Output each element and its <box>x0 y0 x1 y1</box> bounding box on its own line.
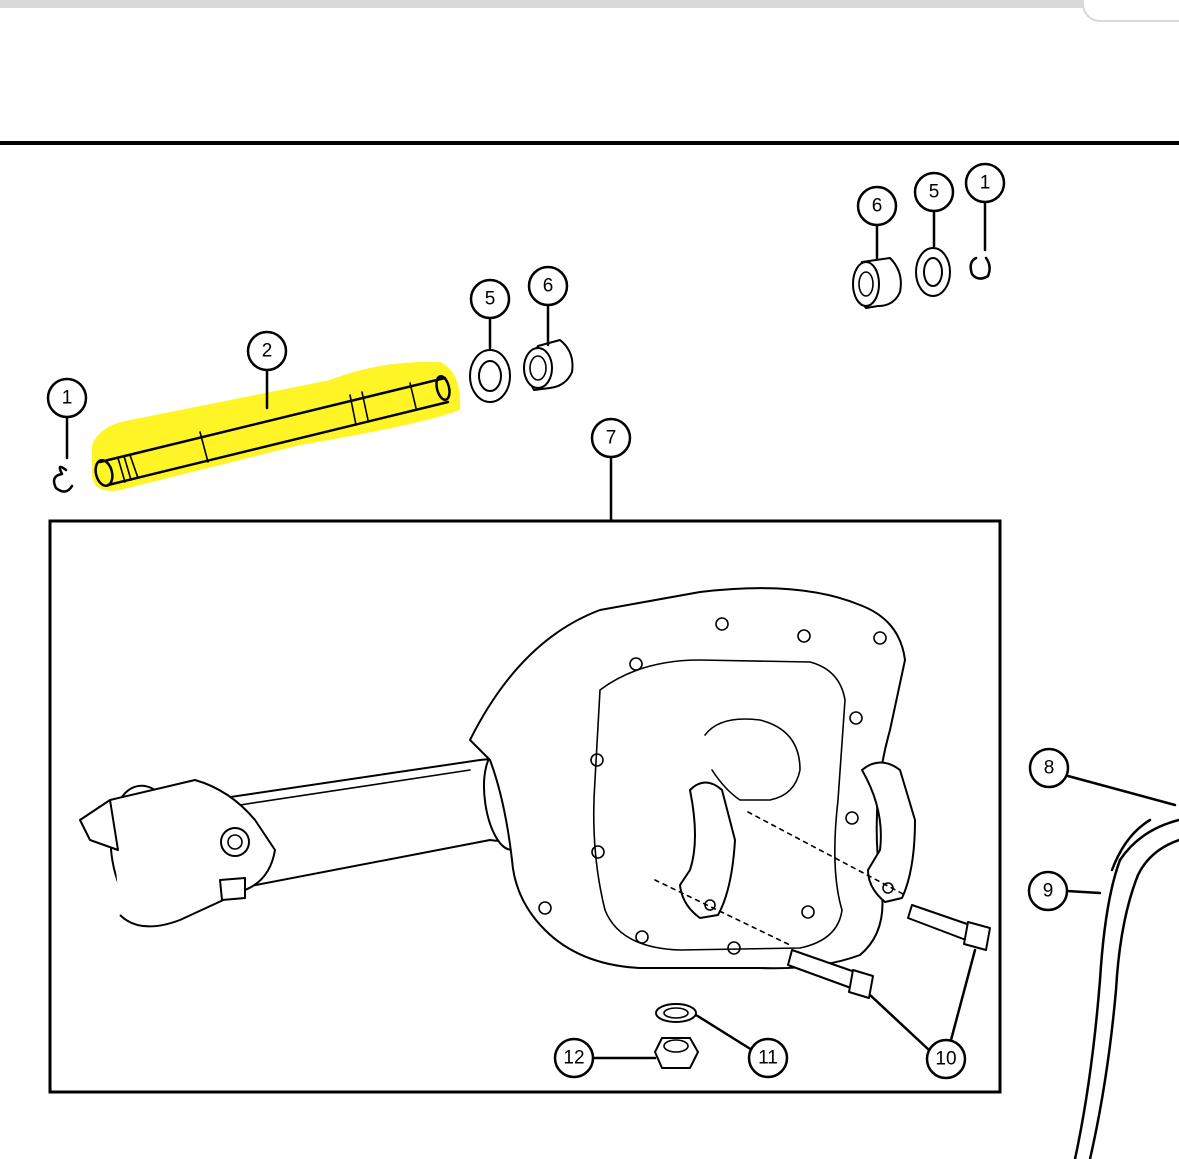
callout-8: 8 <box>1028 747 1070 789</box>
callout-5-right: 5 <box>913 171 955 213</box>
callout-7: 7 <box>590 417 632 459</box>
svg-text:7: 7 <box>606 428 617 449</box>
seal-right <box>915 247 951 297</box>
callout-1-right: 1 <box>964 162 1006 204</box>
bearing-cap-right <box>861 761 916 903</box>
svg-text:6: 6 <box>543 276 554 297</box>
svg-text:2: 2 <box>262 341 273 362</box>
seal-mid <box>469 349 511 403</box>
callout-6-right: 6 <box>856 185 898 227</box>
vent-hose <box>1073 818 1179 1159</box>
callout-6-mid: 6 <box>527 265 569 307</box>
snap-ring-left <box>52 465 74 493</box>
callout-12: 12 <box>553 1037 595 1079</box>
bearing-cap-left <box>679 781 736 919</box>
fill-plug <box>654 1037 699 1069</box>
tab-corner <box>1082 0 1179 22</box>
svg-text:5: 5 <box>485 289 496 310</box>
svg-text:10: 10 <box>935 1049 956 1070</box>
axle-housing <box>79 587 916 970</box>
svg-text:8: 8 <box>1044 758 1055 779</box>
cap-bolts <box>787 904 991 999</box>
callout-2: 2 <box>246 330 288 372</box>
svg-text:5: 5 <box>929 182 940 203</box>
svg-text:9: 9 <box>1043 881 1054 902</box>
window-top-strip <box>0 0 1179 8</box>
housing-frame <box>48 519 1002 1094</box>
shaft-highlight <box>91 361 461 491</box>
callout-11: 11 <box>747 1037 789 1079</box>
svg-text:6: 6 <box>872 196 883 217</box>
snap-ring-right <box>969 256 991 280</box>
callout-9: 9 <box>1027 870 1069 912</box>
flange-bolt-holes <box>538 617 887 955</box>
header-divider <box>0 141 1179 145</box>
gasket-washer <box>655 1003 697 1023</box>
svg-text:12: 12 <box>563 1048 584 1069</box>
bearing-mid <box>523 339 574 391</box>
callout-5-mid: 5 <box>469 278 511 320</box>
svg-text:1: 1 <box>62 388 73 409</box>
svg-text:11: 11 <box>758 1048 778 1069</box>
bearing-right <box>852 257 902 309</box>
callout-10: 10 <box>925 1038 967 1080</box>
callout-1-left: 1 <box>46 377 88 419</box>
leader-lines <box>65 200 1177 1060</box>
svg-text:1: 1 <box>980 173 991 194</box>
axle-shaft-part <box>91 361 461 491</box>
